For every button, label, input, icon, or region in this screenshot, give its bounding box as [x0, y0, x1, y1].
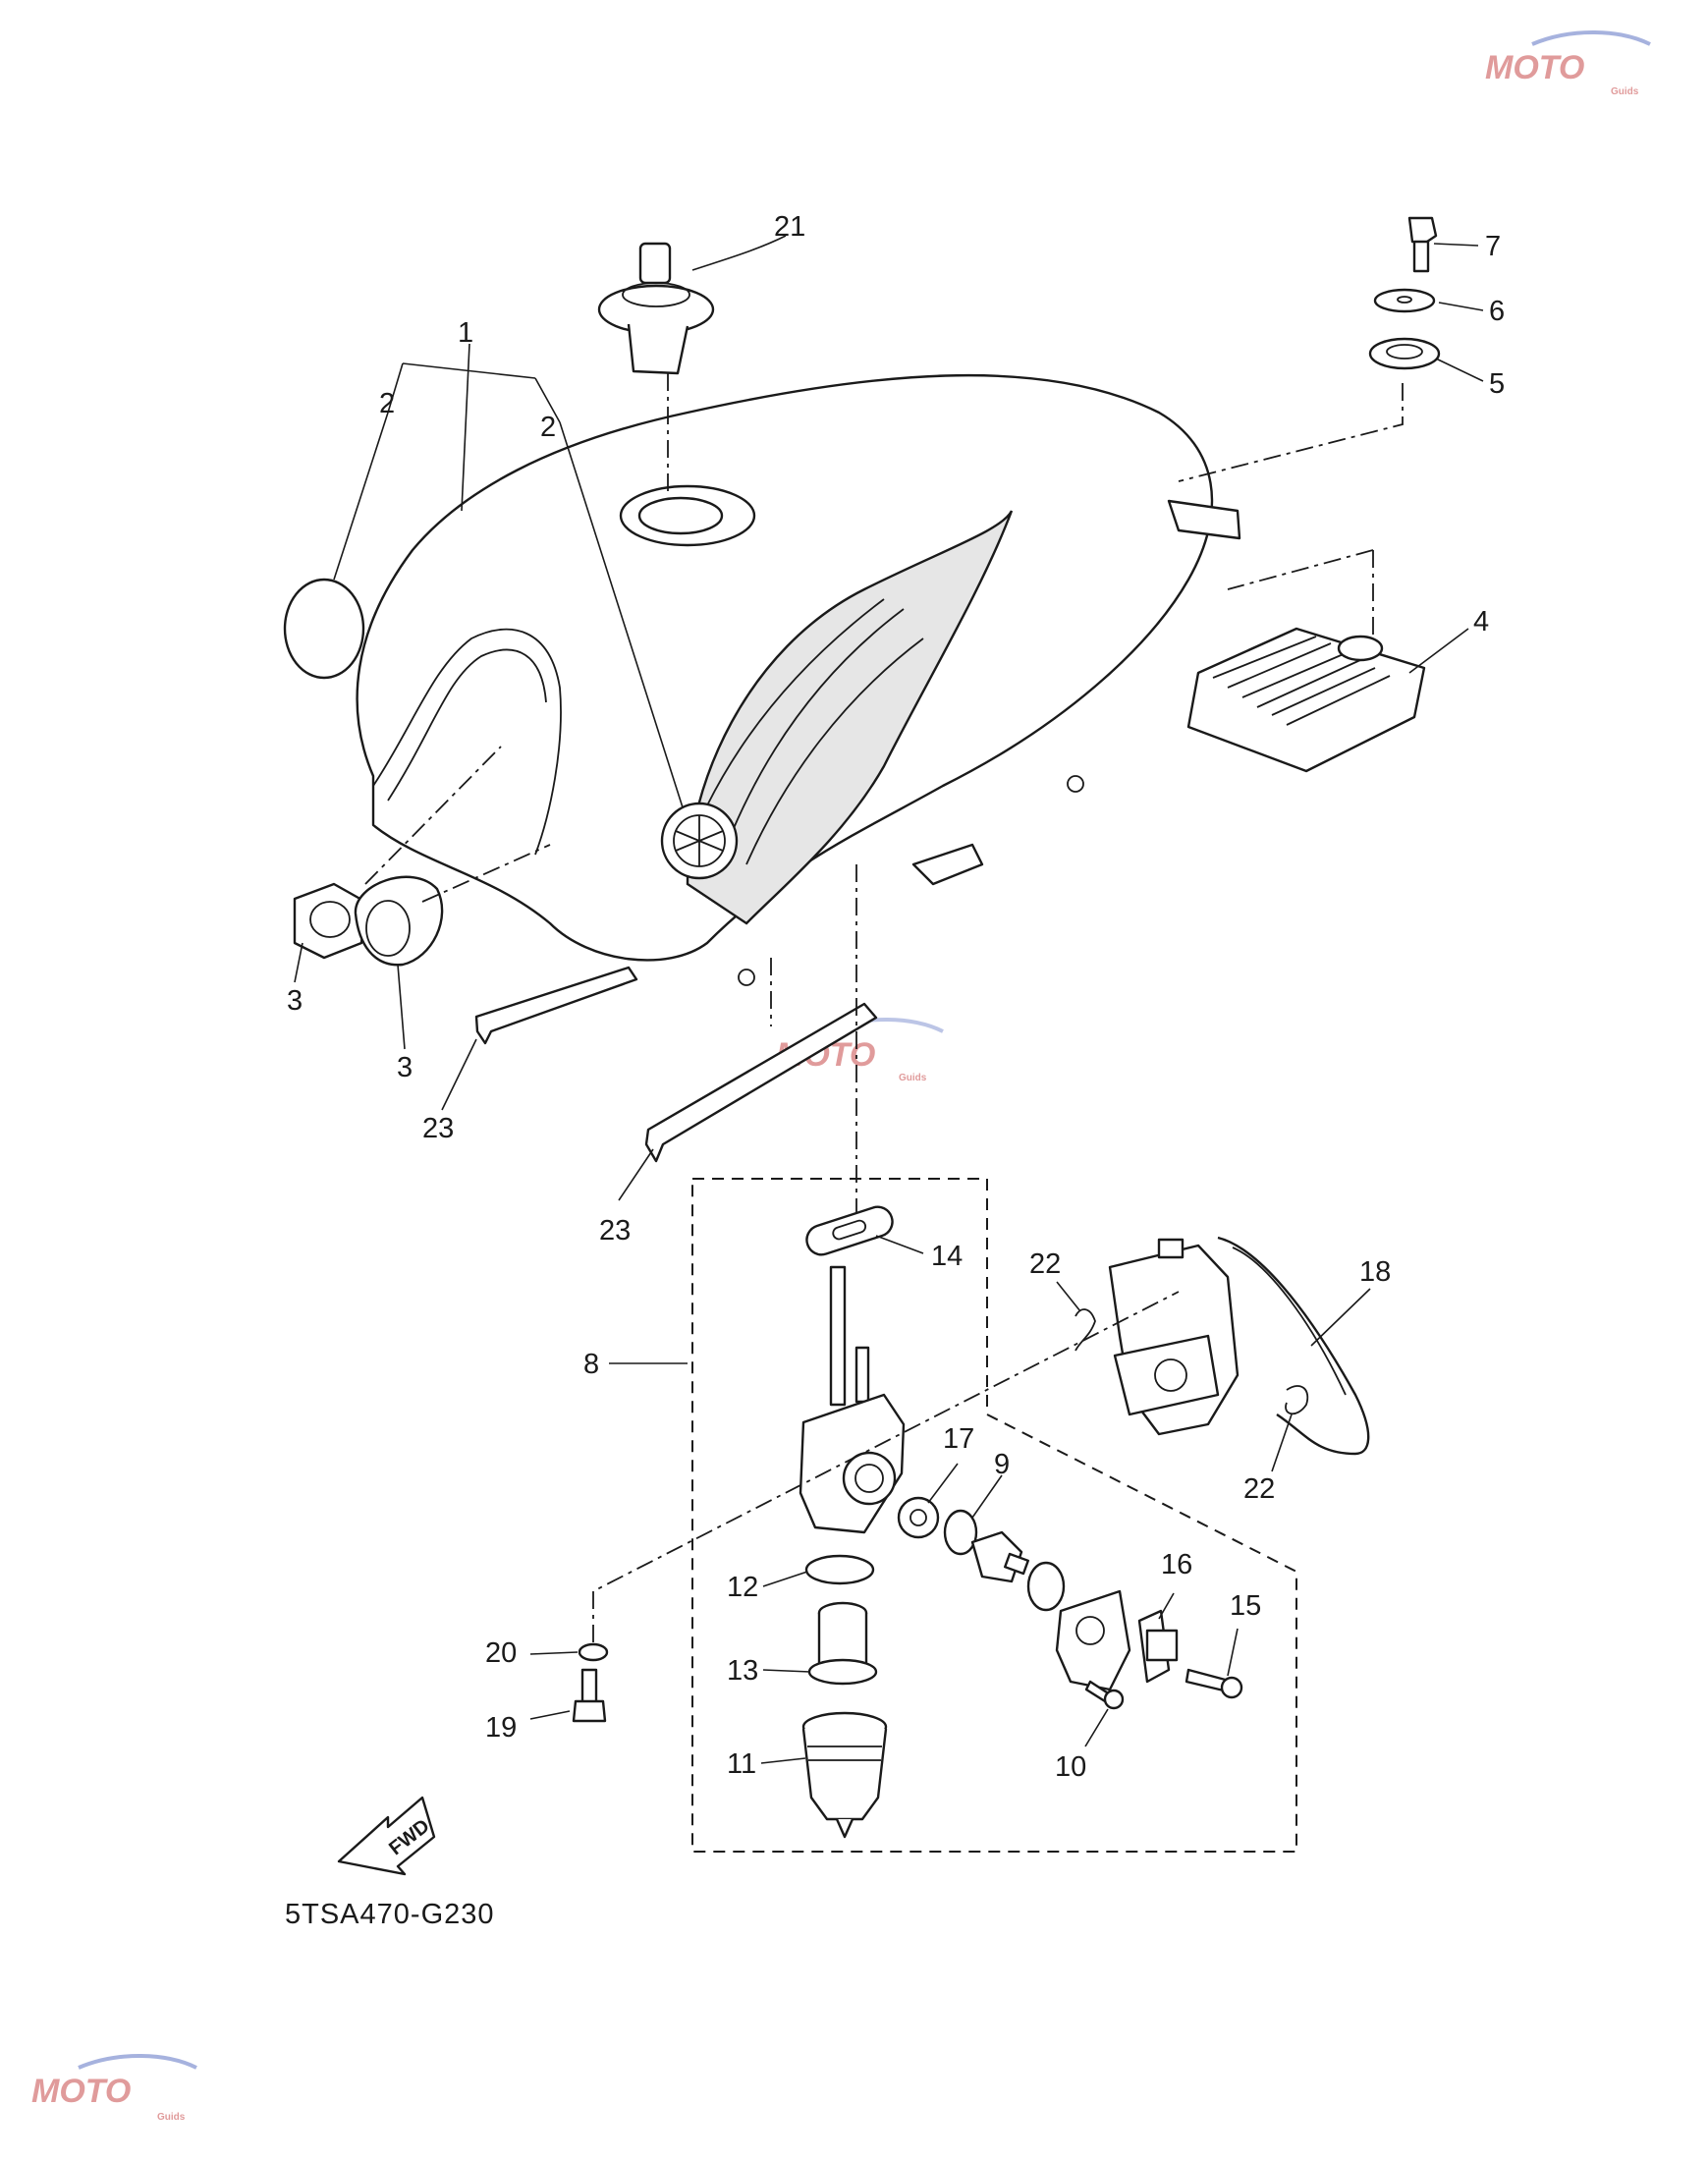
fuel-cap — [597, 242, 715, 375]
callout-19: 19 — [485, 1712, 517, 1744]
tank-emblem-left — [283, 578, 365, 680]
callout-17: 17 — [943, 1423, 974, 1455]
callout-20: 20 — [485, 1637, 517, 1669]
line-damper-3a — [364, 746, 502, 885]
svg-text:Guids: Guids — [157, 2112, 186, 2123]
watermark-top-right: MOTO Guids — [1485, 30, 1651, 97]
line-damper-3b — [421, 844, 551, 903]
line-bolt-to-bracket — [592, 1291, 1180, 1642]
lever-16 — [1137, 1609, 1179, 1684]
callout-11: 11 — [727, 1748, 756, 1780]
gasket-14 — [805, 1205, 894, 1256]
o-ring-12 — [804, 1554, 875, 1585]
screw-15 — [1185, 1668, 1243, 1699]
damper-right — [354, 875, 444, 967]
damper-left — [293, 882, 367, 960]
damper-strip-right — [644, 1002, 878, 1163]
clip-22-left — [1074, 1308, 1096, 1352]
line-damper-to-tank — [1227, 549, 1374, 638]
strainer-13 — [807, 1601, 878, 1686]
callout-22b: 22 — [1243, 1473, 1275, 1505]
fuel-cock-body — [799, 1265, 906, 1534]
callout-9: 9 — [994, 1449, 1010, 1480]
callout-18: 18 — [1359, 1256, 1391, 1288]
callout-15: 15 — [1230, 1590, 1261, 1622]
callout-7: 7 — [1485, 231, 1501, 262]
leaders — [294, 235, 1484, 1764]
plate-16 — [1055, 1589, 1131, 1691]
cup-11 — [801, 1711, 888, 1839]
callout-5: 5 — [1489, 368, 1505, 400]
callout-22a: 22 — [1029, 1248, 1061, 1280]
callout-21: 21 — [774, 211, 805, 243]
callout-14: 14 — [931, 1241, 963, 1272]
svg-text:Guids: Guids — [899, 1073, 927, 1083]
washer-20 — [578, 1642, 609, 1662]
fuel-tank — [356, 373, 1241, 986]
callout-6: 6 — [1489, 296, 1505, 327]
o-ring-9 — [943, 1509, 978, 1556]
valve-core — [970, 1530, 1029, 1583]
callout-2a: 2 — [379, 388, 395, 419]
diagram-code: 5TSA470-G230 — [285, 1899, 495, 1930]
callout-12: 12 — [727, 1572, 758, 1603]
callout-4: 4 — [1473, 606, 1489, 637]
callout-10: 10 — [1055, 1751, 1086, 1783]
svg-text:Guids: Guids — [1611, 86, 1639, 97]
clip-22-right — [1285, 1385, 1309, 1415]
fuel-cock-assembly-outline — [691, 1178, 1297, 1853]
collar-5 — [1368, 337, 1441, 370]
bolt-19 — [572, 1668, 607, 1723]
svg-text:MOTO: MOTO — [1485, 49, 1584, 86]
screw-10 — [1084, 1680, 1125, 1710]
svg-text:MOTO: MOTO — [31, 2073, 131, 2110]
callout-16: 16 — [1161, 1549, 1192, 1580]
washer-6 — [1373, 288, 1436, 313]
damper-strip-left — [474, 966, 638, 1045]
callout-8: 8 — [583, 1349, 599, 1380]
fuel-hose-18 — [1217, 1236, 1370, 1456]
callout-2b: 2 — [540, 412, 556, 443]
callout-3a: 3 — [287, 985, 303, 1017]
rear-damper-block — [1186, 627, 1426, 773]
callout-23b: 23 — [599, 1215, 631, 1247]
gasket-ring — [1026, 1561, 1066, 1612]
forward-direction-arrow: FWD — [337, 1796, 436, 1876]
diaphragm-17 — [897, 1496, 940, 1539]
carburetor — [1108, 1238, 1240, 1436]
callout-1: 1 — [458, 317, 473, 349]
callout-13: 13 — [727, 1655, 758, 1687]
line-collar-to-tank — [1178, 383, 1404, 482]
watermark-bottom-left: MOTO Guids — [31, 2054, 197, 2123]
bolt-7 — [1407, 216, 1438, 273]
callout-23a: 23 — [422, 1113, 454, 1144]
callout-3b: 3 — [397, 1052, 413, 1083]
